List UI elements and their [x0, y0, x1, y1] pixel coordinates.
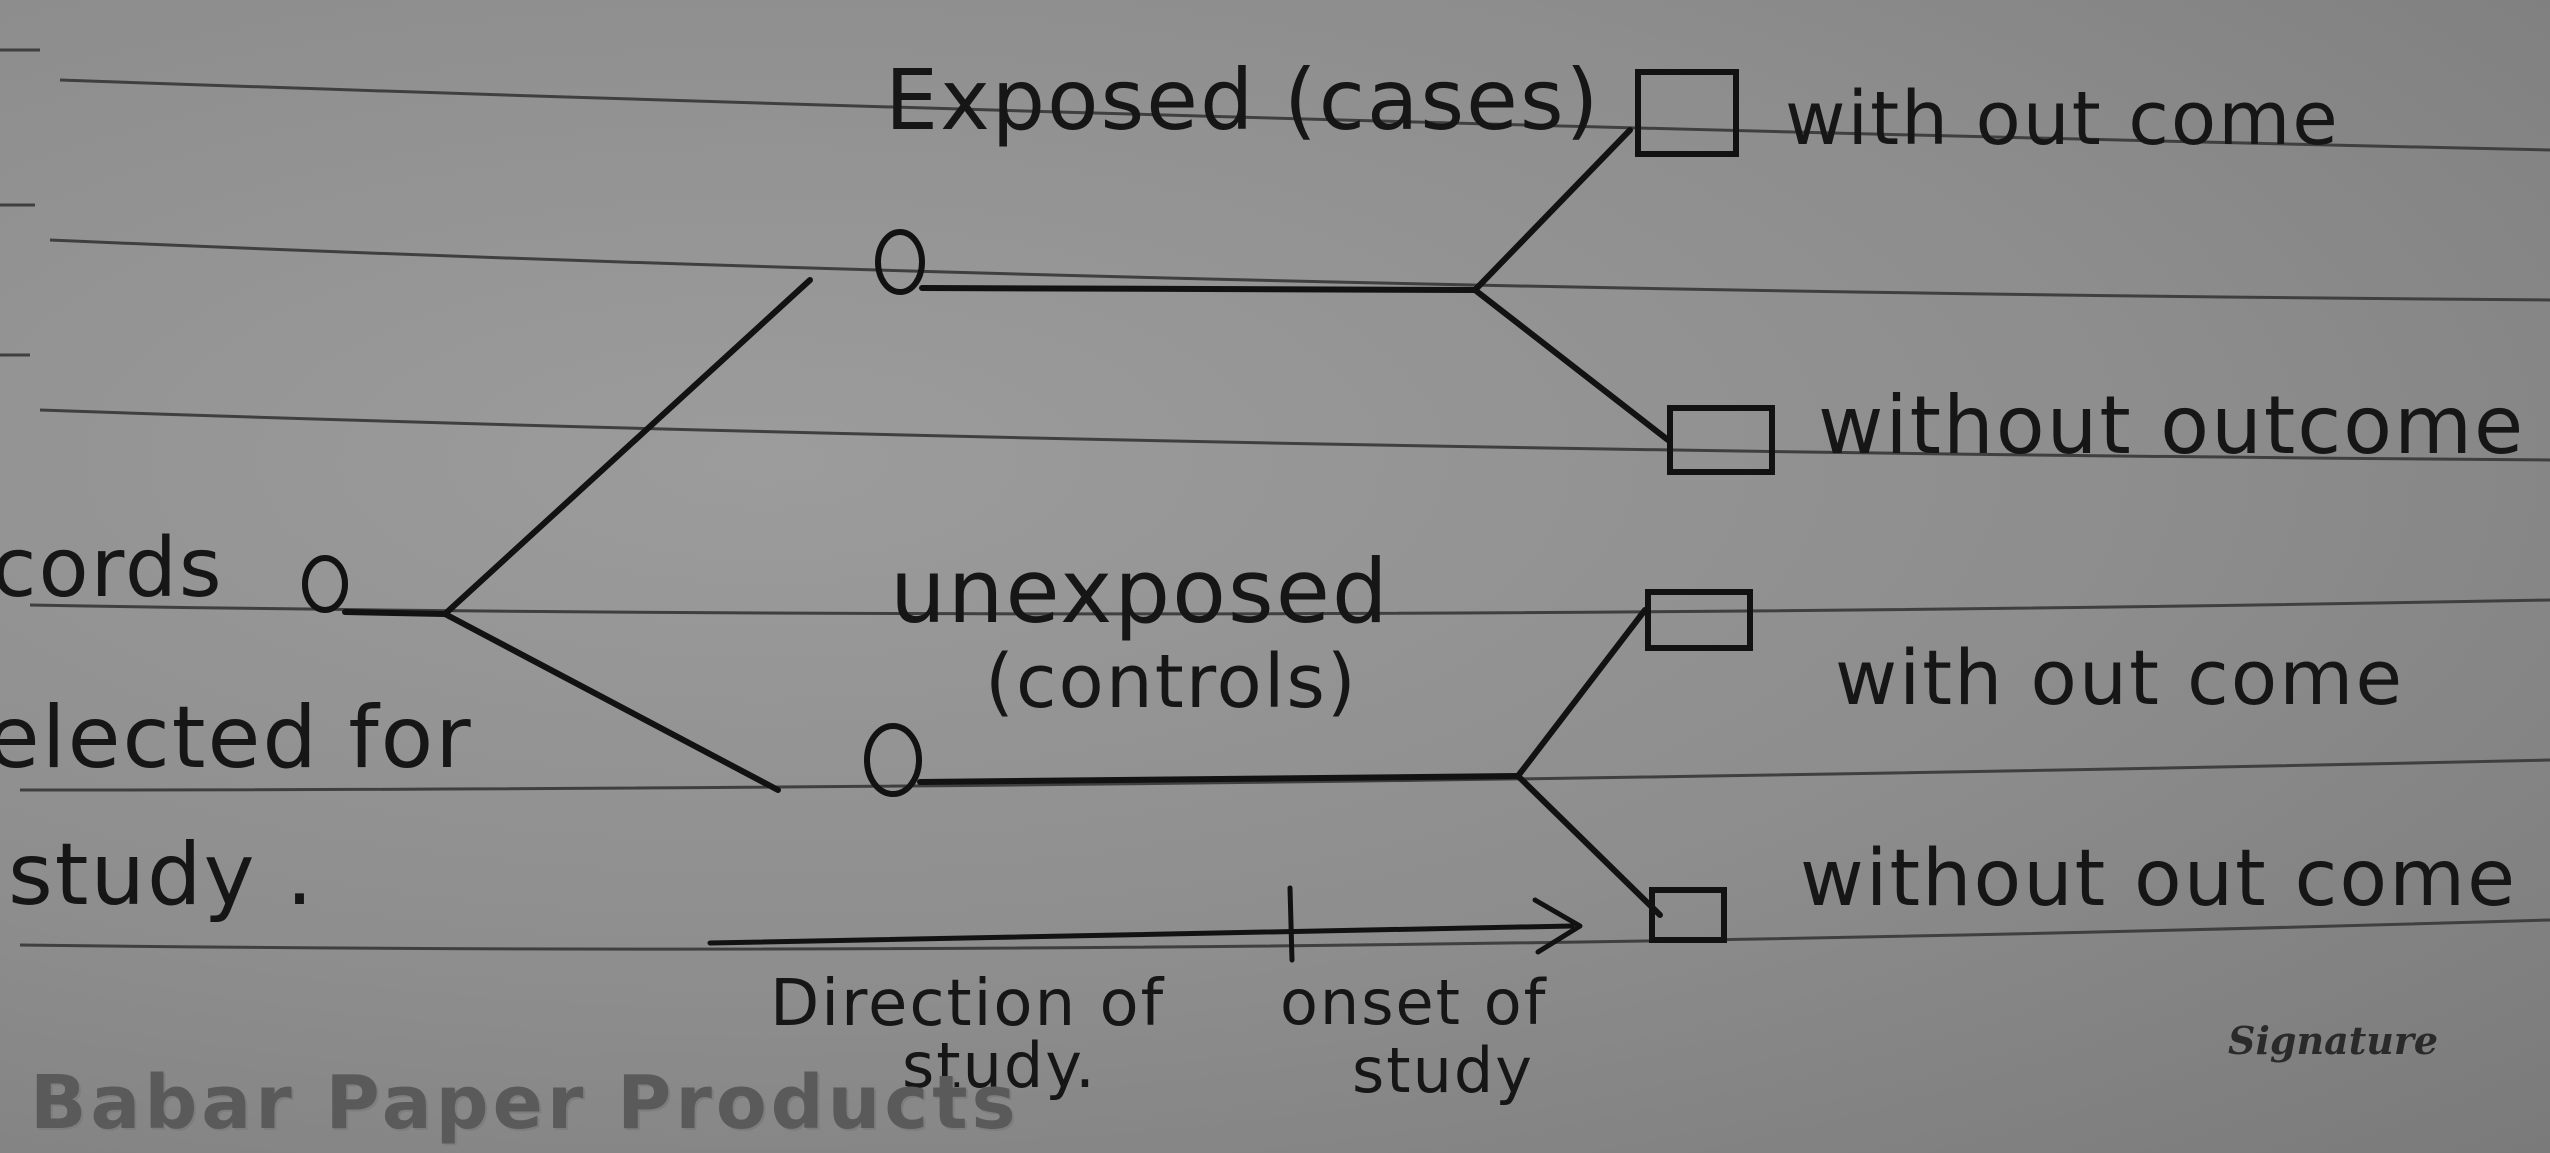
exposed-to-outcome-1	[1472, 127, 1633, 293]
direction-arrowhead	[1532, 897, 1583, 955]
outcome-box-3	[1645, 589, 1753, 651]
label-unexposed: unexposed	[890, 540, 1390, 643]
ruled-line	[39, 408, 2550, 462]
unexposed-node	[864, 723, 922, 797]
label-controls: (controls)	[985, 639, 1358, 725]
exposed-line	[919, 285, 1478, 293]
label-direction-of: Direction of	[770, 967, 1166, 1041]
outcome-box-4	[1649, 887, 1727, 943]
ruled-line	[19, 918, 2550, 951]
label-outcome-3: with out come	[1835, 633, 2405, 722]
unexposed-line	[917, 773, 1521, 785]
label-onset-study: study	[1352, 1034, 1534, 1107]
label-outcome-2: without outcome	[1818, 379, 2526, 472]
label-exposed-cases: Exposed (cases)	[885, 51, 1601, 149]
signature-label: Signature	[2228, 1018, 2439, 1063]
label-onset-of: onset of	[1280, 966, 1548, 1039]
branch-to-exposed	[442, 277, 813, 617]
diagram-ink	[302, 69, 1775, 963]
exposed-node	[875, 229, 925, 295]
ruled-line	[19, 758, 2550, 792]
paper-brand-logo: Babar Paper Products	[30, 1060, 1020, 1146]
label-direction-study: study.	[902, 1029, 1097, 1102]
ruled-line	[59, 78, 2550, 152]
outcome-box-1	[1635, 69, 1739, 157]
unexposed-to-outcome-4	[1515, 773, 1663, 918]
records-stem	[342, 609, 448, 617]
outcome-box-2	[1667, 405, 1775, 475]
records-node	[302, 555, 348, 613]
ruled-line	[49, 238, 2550, 302]
onset-tick	[1287, 885, 1295, 963]
label-study: study .	[8, 825, 316, 925]
label-outcome-4: without out come	[1800, 834, 2518, 924]
label-records: records	[0, 521, 224, 616]
branch-to-unexposed	[442, 611, 781, 793]
direction-arrow-shaft	[707, 923, 1575, 946]
label-outcome-1: with out come	[1785, 76, 2340, 162]
unexposed-to-outcome-3	[1515, 607, 1648, 779]
ruled-lines	[0, 48, 2550, 951]
exposed-to-outcome-2	[1472, 287, 1671, 443]
